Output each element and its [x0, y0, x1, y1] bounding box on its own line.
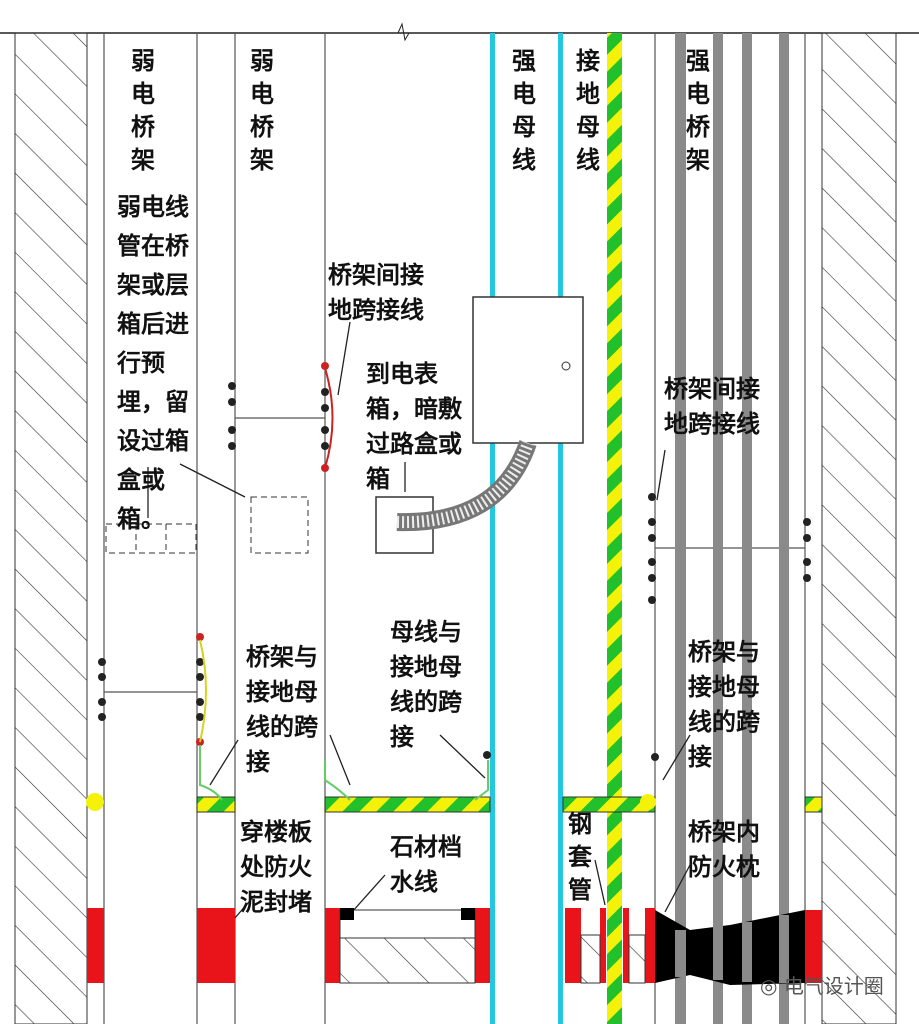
fire-pillow	[655, 910, 805, 985]
label-ground-busbar: 接地母线	[576, 47, 600, 174]
strong-busbar-line-1	[490, 33, 495, 1024]
label-strong-tray: 强电桥架	[686, 47, 710, 174]
left-wall	[14, 32, 88, 1024]
right-wall	[821, 32, 897, 1024]
label-steel-sleeve: 钢套管	[568, 810, 592, 904]
strong-tray-bars	[675, 33, 789, 1024]
meter-box-lock	[561, 361, 571, 371]
watermark: ◎ 电气设计圈	[760, 970, 884, 999]
fire-seal-blocks	[87, 908, 822, 983]
label-weak-tray-2: 弱电桥架	[250, 47, 274, 174]
label-strong-busbar: 强电母线	[512, 47, 536, 174]
label-to-meter-box: 到电表箱，暗敷过路盒或箱	[366, 360, 462, 493]
stone-sill	[339, 937, 476, 984]
label-weak-tray-1: 弱电桥架	[131, 47, 155, 174]
floor-ground-strips	[86, 793, 823, 813]
label-tray-jumper-right: 桥架间接地跨接线	[664, 375, 760, 438]
ground-busbar	[607, 33, 622, 1024]
label-weak-conduit-note: 弱电线管在桥架或层箱后进行预埋，留设过箱盒或箱。	[117, 193, 189, 533]
watermark-text: 电气设计圈	[783, 974, 884, 998]
label-tray-ground-jumper-left: 桥架与接地母线的跨接	[246, 643, 318, 776]
label-fire-mud-seal: 穿楼板处防火泥封堵	[240, 818, 312, 916]
bonding-lugs	[98, 362, 811, 761]
label-fire-pillow: 桥架内防火枕	[688, 818, 760, 881]
leader-arrows	[147, 321, 691, 936]
label-tray-ground-jumper-right: 桥架与接地母线的跨接	[688, 638, 760, 771]
label-tray-jumper-left: 桥架间接地跨接线	[328, 261, 424, 324]
label-busbar-ground-jumper: 母线与接地母线的跨接	[390, 618, 462, 751]
break-mark	[397, 22, 410, 42]
strong-busbar-line-2	[558, 33, 563, 1024]
wechat-icon: ◎	[760, 974, 784, 998]
label-stone-water-stop: 石材档水线	[390, 833, 462, 896]
tray-lines	[103, 33, 806, 1024]
reserved-boxes	[105, 496, 309, 554]
